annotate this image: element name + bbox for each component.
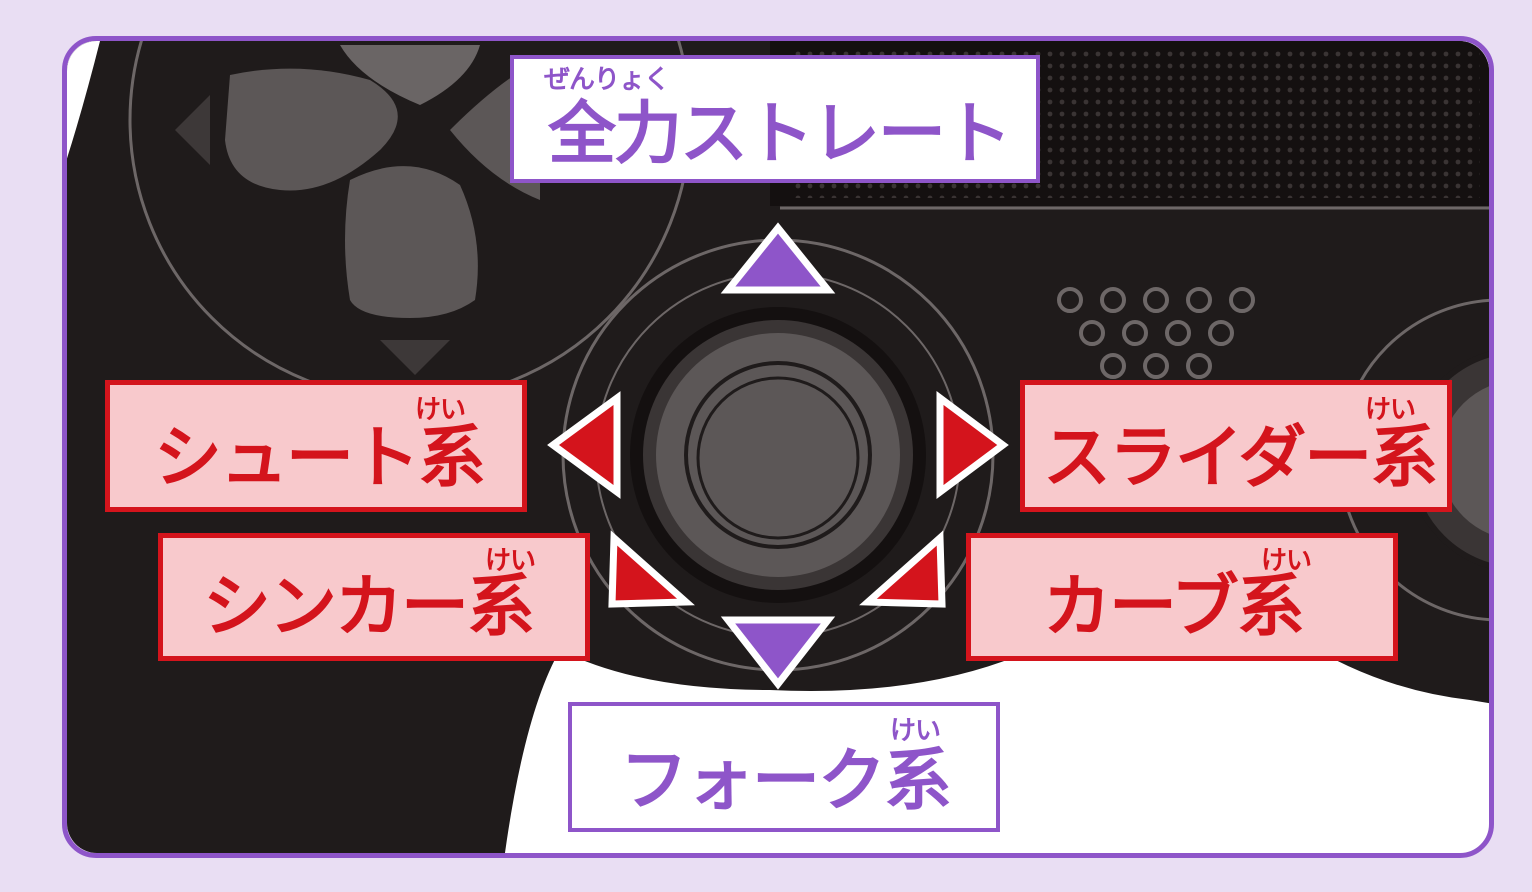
triangle-up-icon[interactable] (720, 222, 836, 294)
triangle-right-icon[interactable] (936, 391, 1009, 499)
label-down-ruby: けい (890, 716, 941, 746)
triangle-down-left-icon[interactable] (608, 530, 695, 608)
label-left-ruby: けい (415, 395, 466, 425)
speaker-grille-icon (1057, 287, 1255, 379)
label-up-text: 全力ストレート (548, 95, 1012, 174)
label-right-text: スライダー系 (1043, 419, 1438, 498)
label-left: けい シュート系 (105, 380, 527, 512)
label-right-ruby: けい (1365, 395, 1416, 425)
label-down-text: フォーク系 (620, 742, 952, 821)
label-down-right: けい カーブ系 (966, 533, 1398, 661)
triangle-down-icon[interactable] (720, 616, 836, 690)
label-down-left: けい シンカー系 (158, 533, 590, 661)
analog-stick-icon (630, 307, 926, 603)
label-down: けい フォーク系 (568, 702, 1000, 832)
label-down-right-ruby: けい (1261, 546, 1312, 576)
dpad-icon (175, 45, 540, 375)
label-down-left-text: シンカー系 (203, 568, 535, 647)
label-left-text: シュート系 (154, 419, 486, 498)
label-up: ぜんりょく 全力ストレート (510, 55, 1040, 183)
label-down-left-ruby: けい (485, 546, 536, 576)
label-right: けい スライダー系 (1020, 380, 1452, 512)
triangle-down-right-icon[interactable] (859, 530, 946, 608)
label-up-ruby: ぜんりょく (544, 65, 670, 95)
label-down-right-text: カーブ系 (1043, 568, 1305, 647)
triangle-left-icon[interactable] (547, 391, 621, 499)
